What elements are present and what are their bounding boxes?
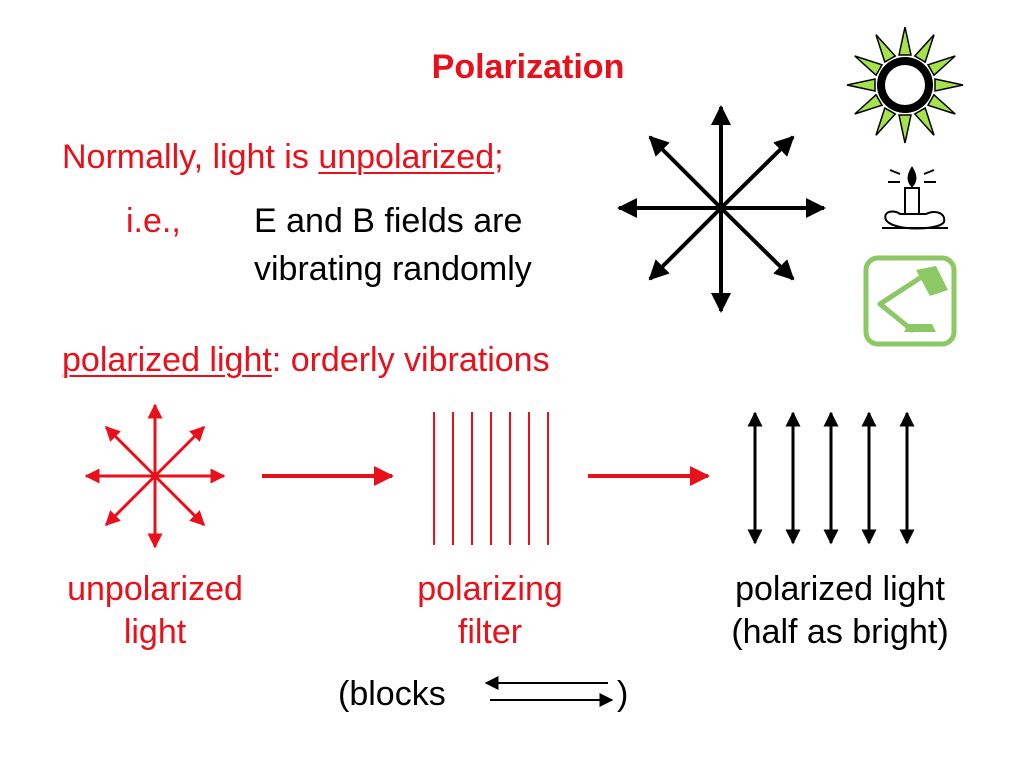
polarized-term: polarized light (62, 341, 272, 379)
ie-line-2: vibrating randomly (254, 250, 532, 288)
candle-icon (882, 166, 948, 230)
red-star-arrow-up-right (153, 425, 206, 478)
polarized-definition: polarized light: orderly vibrations (62, 343, 550, 377)
intro-emphasis: unpolarized (318, 138, 495, 176)
random-vibration-star (617, 105, 826, 313)
polarized-label-line-1: polarized light (735, 570, 945, 608)
red-star-arrow-up-left (104, 425, 157, 478)
sun-icon (846, 26, 964, 144)
intro-suffix: ; (494, 138, 504, 176)
polarizing-filter-label: polarizing filter (385, 568, 595, 653)
star-arrow-down-left (648, 206, 723, 281)
star-arrow-up-right (719, 135, 795, 210)
unpolarized-light-label: unpolarized light (50, 568, 260, 653)
filter-label-line-1: polarizing (417, 570, 563, 608)
ie-label: i.e., (126, 202, 181, 240)
red-star-arrow-down-right (153, 474, 206, 527)
red-star-arrow-down-left (104, 474, 157, 527)
desk-lamp-icon (863, 255, 957, 347)
polarized-light-label: polarized light (half as bright) (700, 568, 980, 653)
polarized-vertical-arrows (747, 411, 915, 545)
intro-prefix: Normally, light is (62, 138, 319, 176)
polarizing-filter-lines (433, 412, 549, 545)
polarized-label-line-2: (half as bright) (731, 612, 949, 651)
unpolarized-label-line-2: light (123, 612, 187, 651)
blocks-close-text: ) (617, 675, 629, 713)
page-title: Polarization (431, 48, 625, 86)
unpolarized-star (84, 403, 226, 549)
unpolarized-label-line-1: unpolarized (67, 570, 243, 608)
ie-line-1: E and B fields are (254, 202, 523, 240)
star-arrow-down-right (719, 206, 795, 281)
star-arrow-up-left (648, 135, 723, 210)
polarized-rest: : orderly vibrations (271, 341, 550, 379)
filter-label-line-2: filter (457, 612, 523, 651)
intro-line: Normally, light is unpolarized; (62, 140, 504, 174)
blocks-horizontal-arrows (484, 676, 614, 707)
blocks-open-text: (blocks (338, 675, 446, 713)
